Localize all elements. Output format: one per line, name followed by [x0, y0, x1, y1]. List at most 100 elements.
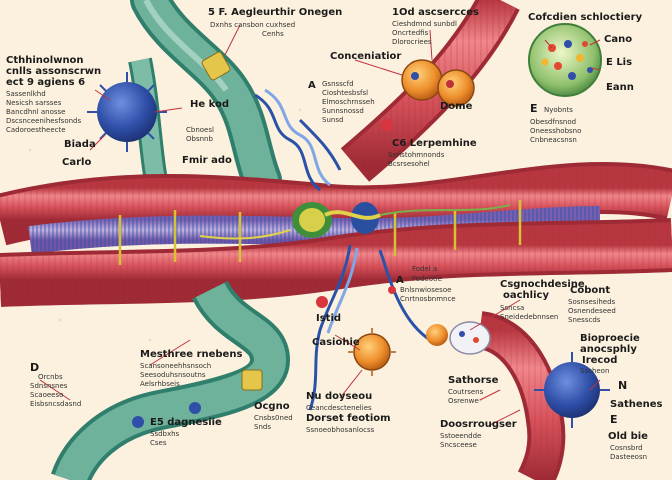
label-n: N — [618, 379, 628, 392]
blue-cell-right — [534, 352, 610, 428]
label-cobont: Cobont — [570, 285, 611, 296]
label-conc-sub3: Elmoschrnsseh — [322, 98, 375, 106]
label-left-top-sub4: Dscsnceenihesfsonds — [6, 117, 82, 125]
label-left-top-sub1: Sassenlkhd — [6, 90, 46, 98]
label-bio-sub: Sscheon — [580, 367, 610, 375]
label-sathenes: Sathenes — [610, 399, 663, 410]
center-complex — [199, 202, 511, 240]
leader-lines — [39, 24, 601, 426]
label-mesthree-sub3: Aelsrhbseis — [140, 380, 180, 388]
label-e: E — [530, 102, 538, 115]
label-right-cano: Cano — [604, 34, 633, 45]
label-e-sub3: Oneesshobsno — [530, 127, 582, 135]
label-right-eann: Eann — [606, 82, 634, 93]
label-fmir-ado: Fmir ado — [182, 155, 232, 166]
label-istid: Istid — [316, 313, 342, 324]
label-cobont-sub2: Osnendeseed — [568, 307, 616, 315]
orange-cell-small — [426, 324, 448, 346]
label-ocgno-sub1: Cnsbs0ned — [254, 414, 293, 422]
blue-strands — [254, 88, 431, 411]
label-cgh-title-2: oachlicy — [503, 290, 549, 301]
label-es-sub1: Ssdbxhs — [150, 430, 180, 438]
label-e-sub4: Cnbneacsnsn — [530, 136, 577, 144]
label-left-top-title-2: cnlls assonscrwn — [6, 66, 102, 77]
label-fodel-sub2: Cnrtnosbnmnce — [400, 295, 456, 303]
label-bio-title-1: Bioproecie — [580, 333, 640, 344]
label-c6-sub1: Senstohmnonds — [388, 151, 445, 159]
label-d-left-sub1: Orcnbs — [38, 373, 63, 381]
label-old-bie-sub1: Cosnsbrd — [610, 444, 643, 452]
label-ocgno: Ocgno — [254, 401, 290, 412]
label-nu-title: Nu doyseou — [306, 391, 373, 402]
label-d-left-sub2: Sdnsnsnes — [30, 382, 68, 390]
label-cd-letter: A — [308, 80, 316, 91]
label-doss-sub2: Sncsceese — [440, 441, 477, 449]
label-d-left: D — [30, 361, 40, 374]
label-hakod-sub2: Obsnnb — [186, 135, 213, 143]
label-conc-sub2: Cioshtesbsfsl — [322, 89, 369, 97]
white-cell — [449, 321, 491, 355]
label-sathorse-sub1: Coutrsens — [448, 388, 484, 396]
label-left-top-title-3: ect 9 agiens 6 — [6, 77, 86, 88]
label-cd-sub1: Sunnsnossd — [322, 107, 364, 115]
label-old-bie-sub2: Dasteeosn — [610, 453, 648, 461]
yellow-rods — [118, 200, 522, 265]
red-marker-nodes — [316, 119, 396, 308]
label-top-center-sub1: Dxnhs cansbon cuxhsed — [210, 21, 296, 29]
label-left-top-sub2: Nesicsh sarsses — [6, 99, 62, 107]
label-left-top-sub3: Bancdhnl anosse — [6, 108, 66, 116]
label-top-mid-sub3: Dlorocriees — [392, 38, 432, 46]
label-hakod-sub1: Cbnoesl — [186, 126, 214, 134]
label-bio-title-2: anocsphly — [580, 344, 637, 355]
label-fodel-sub1: Bnlsnwiosesoe — [400, 286, 452, 294]
label-cd-sub2: Sunsd — [322, 116, 344, 124]
label-fodel-1: Fodel a — [412, 265, 438, 273]
label-sathorse: Sathorse — [448, 375, 499, 386]
label-old-bie: Old bie — [608, 431, 648, 442]
label-cobont-sub3: Snesscds — [568, 316, 601, 324]
label-e-sub1: Nyobnts — [544, 106, 573, 114]
label-cgh-sub1: Ssncsa — [500, 304, 525, 312]
label-c6-sub2: Bcsrsesohel — [388, 160, 430, 168]
label-cgh-sub2: Sneidedebnnsen — [500, 313, 559, 321]
label-dome: Dome — [440, 101, 473, 112]
label-caslohie: Casiohie — [312, 337, 360, 348]
orange-cell-mid — [348, 328, 396, 376]
label-fodel-a: A — [396, 275, 404, 286]
label-cgh-title-1: Csgnochdesine — [500, 279, 585, 290]
label-nu-sub1: Ceancdesctenelies — [306, 404, 372, 412]
label-mesthree-sub1: Scansoneehhsnsoch — [140, 362, 212, 370]
label-d-left-sub4: Eisbsncsdasnd — [30, 400, 82, 408]
label-left-top-sub5: Cadoroestheecte — [6, 126, 66, 134]
green-cell — [528, 23, 602, 97]
label-c6-title: C6 Lerpemhine — [392, 138, 477, 149]
label-top-center-sub2: Cenhs — [262, 30, 284, 38]
teal-tube-top — [130, 0, 282, 200]
label-mesthree-sub2: Seesoduhsnsoutns — [140, 371, 206, 379]
label-left-top-title-1: Cthhinolwnon — [6, 55, 84, 66]
orange-cell-top — [401, 59, 475, 107]
label-nu-sub2: Ssnoeobhosanlocss — [306, 426, 375, 434]
teal-tube-bottom — [51, 279, 291, 480]
label-fodel-2: Fedeotle — [412, 275, 442, 283]
label-left-biada: Biada — [64, 139, 96, 150]
label-e-sub2: Obesdfnsnod — [530, 118, 577, 126]
blue-cell-left — [87, 72, 167, 152]
label-conc-sub1: Gsnsscfd — [322, 80, 354, 88]
label-es-sub2: Cses — [150, 439, 167, 447]
label-top-mid-title: 1Od ascsercces — [392, 7, 479, 18]
label-bio-title-3: Irecod — [582, 355, 618, 366]
label-mesthree-title: Mesthree rnebens — [140, 349, 243, 360]
label-ocgno-sub2: Snds — [254, 423, 271, 431]
main-vessel-lower — [0, 218, 672, 307]
label-concentrator: Conceniatior — [330, 51, 402, 62]
label-right-lis: E Lis — [606, 57, 633, 68]
label-sathorse-sub2: Osrenwe — [448, 397, 479, 405]
label-e-bottom: E — [610, 413, 618, 426]
label-left-carlo: Carlo — [62, 157, 92, 168]
label-cobont-sub1: Sosnsesiheds — [568, 298, 616, 306]
red-vessel-bottom — [476, 311, 566, 480]
label-nu-title-2: Dorset feotiom — [306, 413, 391, 424]
